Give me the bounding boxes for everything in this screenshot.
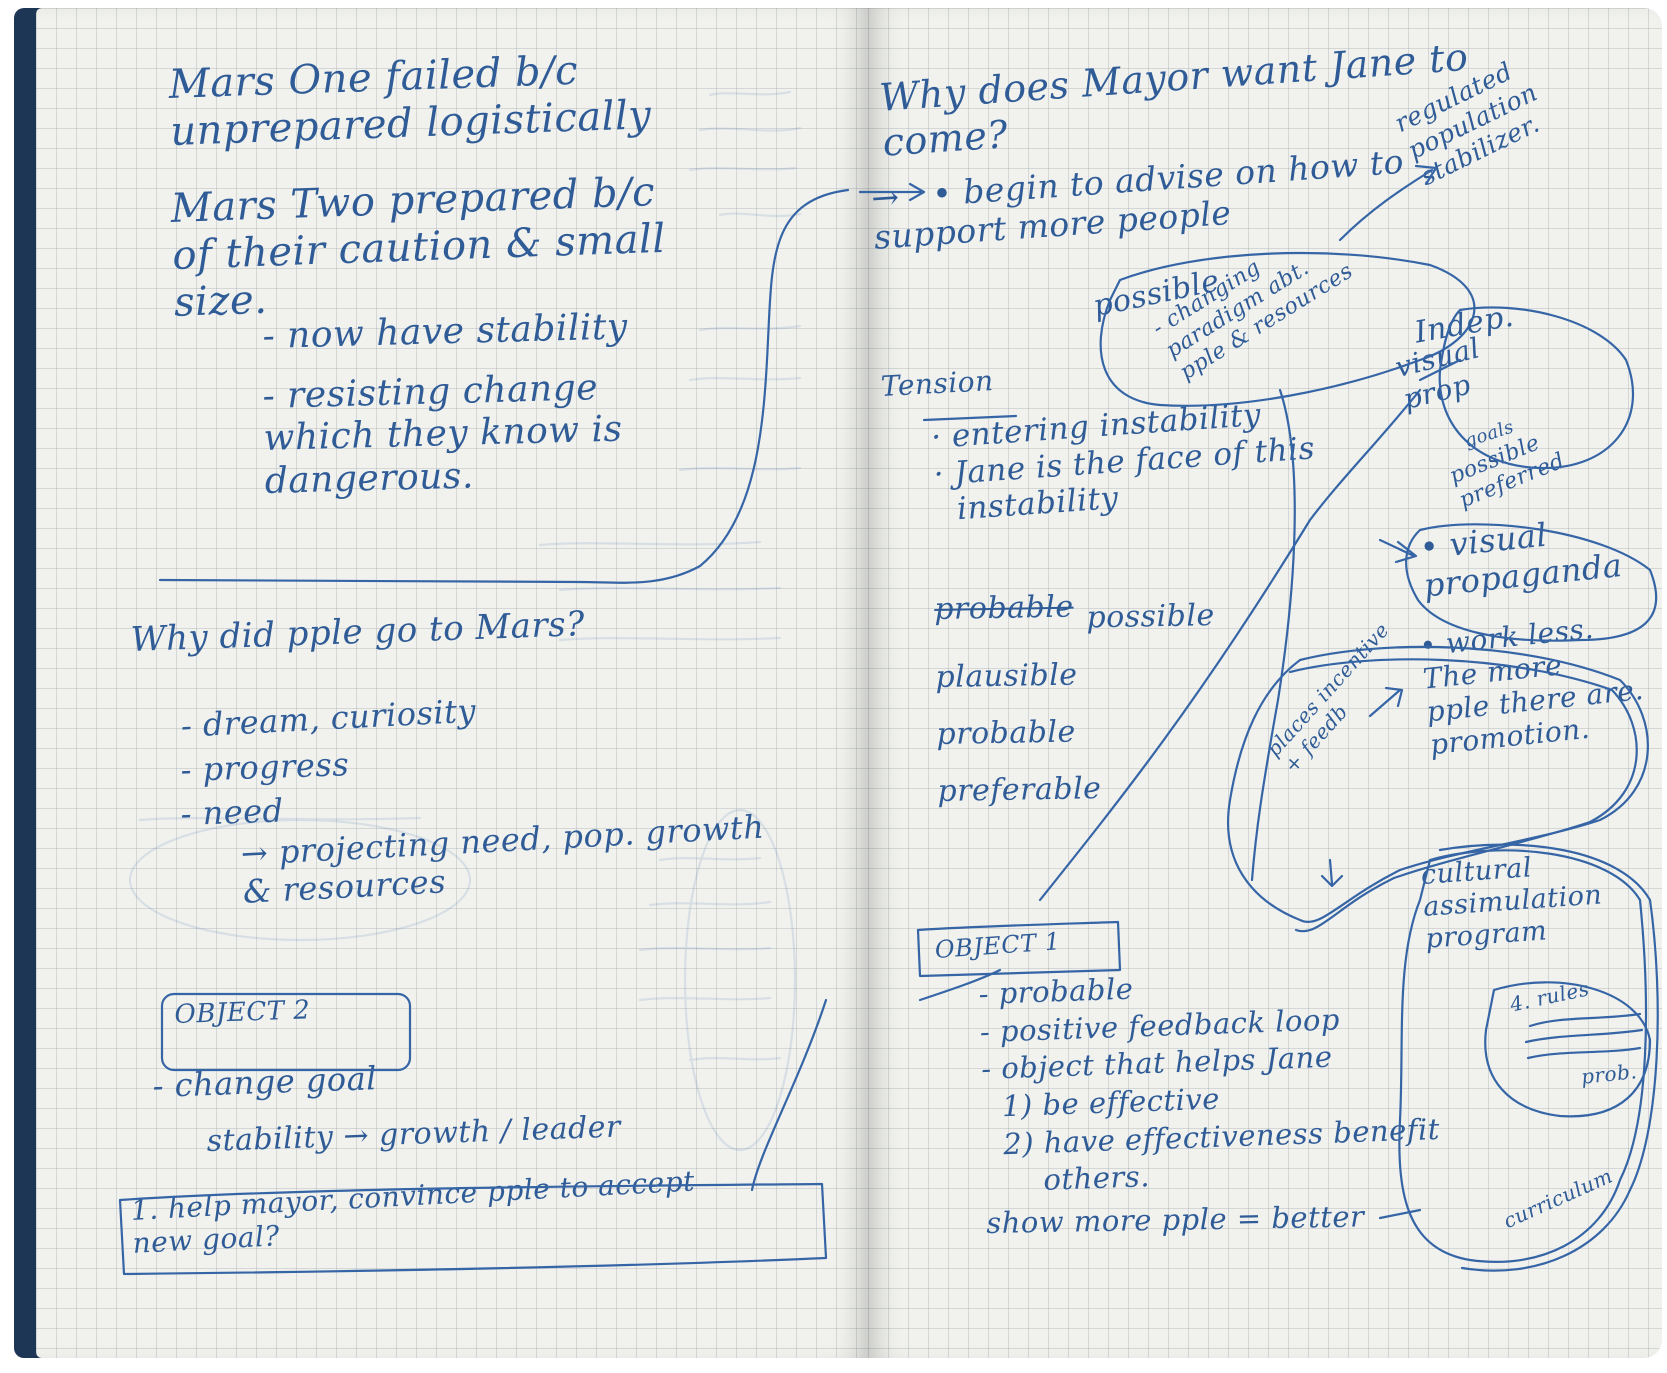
tension-label: Tension [880,364,995,403]
reason-need: - need [179,791,285,833]
mars-one-heading: Mars One failed b/c unprepared logistica… [168,47,653,156]
show-more-pple-note: show more pple = better [986,1199,1365,1240]
work-less-note: • work less. The more pple there are. pr… [1418,611,1646,762]
mars-two-heading: Mars Two prepared b/c of their caution &… [170,169,667,327]
change-goal-note: - change goal [151,1059,378,1105]
futures-list: possible plausible probable preferable [935,598,1215,809]
resisting-change-note: - resisting change which they know is da… [262,367,624,502]
object-2-label: OBJECT 2 [174,995,311,1030]
cultural-program-note: cultural assimulation program [1420,852,1604,955]
reason-progress: - progress [179,745,350,789]
object-1-items: - probable - positive feedback loop - ob… [978,971,1441,1200]
